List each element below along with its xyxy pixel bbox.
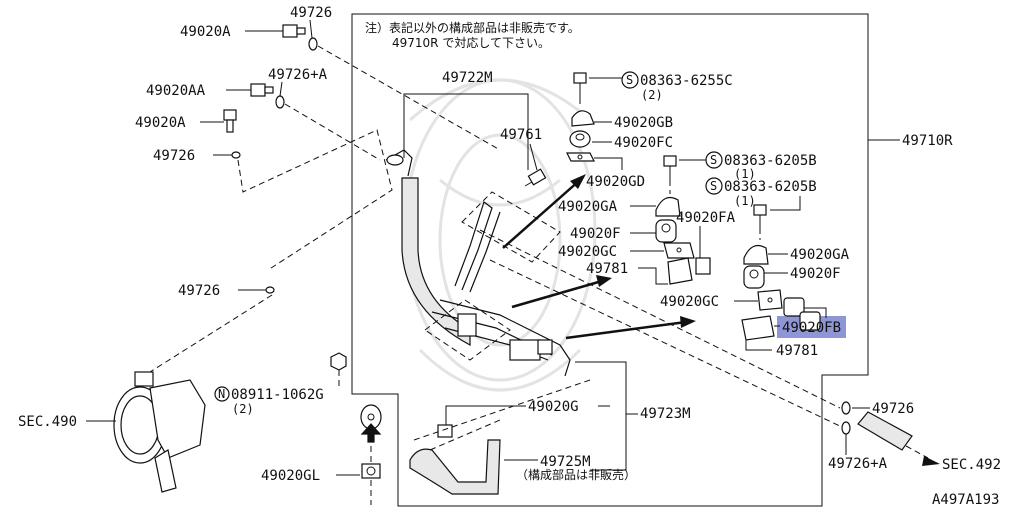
clamp-49020GA-left[interactable] [655, 197, 681, 217]
washer-49726A-right[interactable] [841, 421, 851, 435]
label-49781-top: 49781 [586, 261, 628, 277]
label-08363-6255C-qty: (2) [641, 88, 663, 102]
svg-text:N: N [218, 387, 225, 401]
label-08363-6205B-2: 08363-6205B [724, 179, 817, 195]
nut-08911[interactable] [330, 352, 347, 371]
grommet-49020F-right[interactable] [743, 265, 765, 289]
bracket-49781-bottom[interactable] [741, 315, 775, 341]
label-49020FA: 49020FA [676, 210, 736, 226]
label-49020FB[interactable]: 49020FB [782, 320, 841, 336]
assembly-outline [351, 13, 869, 507]
grommet-49020F-left[interactable] [655, 219, 677, 243]
label-49020FC: 49020FC [614, 135, 673, 151]
grommet-49020FB[interactable] [783, 297, 821, 331]
clamp-49020GA-right[interactable] [743, 245, 769, 265]
svg-text:S: S [626, 73, 633, 87]
label-49020GA-left: 49020GA [558, 199, 618, 215]
label-49020GA-right: 49020GA [790, 247, 850, 263]
label-49723M: 49723M [640, 406, 691, 422]
label-49020GD: 49020GD [586, 174, 645, 190]
label-49781-bottom: 49781 [776, 343, 818, 359]
note-line-1: 注）表記以外の構成部品は非販売です。 [365, 20, 580, 35]
label-49726-left: 49726 [178, 283, 220, 299]
label-49722M: 49722M [442, 70, 493, 86]
label-49020GC-top: 49020GC [558, 244, 617, 260]
svg-text:S: S [710, 179, 717, 193]
arrow-2 [511, 275, 612, 309]
bolt-49020AA[interactable] [250, 83, 274, 97]
s-symbol-3 [705, 177, 723, 195]
label-49726-right: 49726 [872, 401, 914, 417]
bolt-08363-6255C[interactable] [573, 72, 587, 98]
label-08363-6205B-1: 08363-6205B [724, 153, 817, 169]
label-49020GC-right: 49020GC [660, 294, 719, 310]
label-49020A-top: 49020A [180, 24, 231, 40]
sensor-49761[interactable] [524, 168, 547, 187]
label-49020GB: 49020GB [614, 115, 673, 131]
label-49725M-note: （構成部品は非販売） [516, 467, 636, 482]
label-49020AA: 49020AA [146, 83, 206, 99]
label-08911-1062G: 08911-1062G [231, 387, 324, 403]
watermark [403, 78, 597, 392]
label-sec490[interactable]: SEC.490 [18, 414, 77, 430]
return-pipes[interactable] [431, 201, 571, 377]
power-steering-pump[interactable] [113, 371, 206, 493]
label-49020G: 49020G [528, 399, 579, 415]
label-49020GL: 49020GL [261, 468, 320, 484]
diagram-id: A497A193 [932, 492, 999, 508]
svg-text:S: S [710, 153, 717, 167]
washer-49726-mid[interactable] [231, 151, 241, 159]
bolt-49020A-top[interactable] [282, 24, 306, 38]
plate-49020GC-right[interactable] [757, 289, 783, 311]
grommet-49020FA[interactable] [695, 257, 711, 275]
clip-49020G[interactable] [437, 424, 453, 438]
label-49726-mid: 49726 [153, 148, 195, 164]
s-symbol-1 [621, 71, 639, 89]
bolt-08363-6205B-2[interactable] [753, 204, 767, 228]
washer-49726A-top[interactable] [275, 95, 285, 109]
label-08911-1062G-qty: (2) [232, 402, 254, 416]
label-49761: 49761 [500, 127, 542, 143]
n-symbol [214, 386, 230, 402]
hose-49725M[interactable] [409, 439, 501, 495]
label-49020A-mid: 49020A [135, 115, 186, 131]
bracket-49781-top[interactable] [667, 257, 693, 285]
label-49726-top: 49726 [290, 5, 332, 21]
label-49710R: 49710R [902, 133, 953, 149]
label-sec492[interactable]: SEC.492 [942, 457, 1001, 473]
plate-49020GC-top[interactable] [663, 242, 695, 259]
note-line-2: 49710R で対応して下さい。 [392, 36, 550, 50]
label-49726A-top: 49726+A [268, 67, 328, 83]
arrow-3 [565, 316, 696, 340]
clamp-49020GB[interactable] [571, 110, 595, 127]
clip-49020GL[interactable] [361, 463, 381, 479]
bolt-49020A-mid[interactable] [223, 109, 237, 133]
plate-49020GD[interactable] [566, 152, 595, 162]
label-49020F-left: 49020F [570, 226, 621, 242]
grommet-49020FC[interactable] [569, 130, 591, 148]
label-49725M: 49725M [540, 454, 591, 470]
label-08363-6205B-1-qty: (1) [734, 167, 756, 181]
label-08363-6255C: 08363-6255C [640, 73, 733, 89]
hose-end-sec492[interactable] [857, 411, 913, 451]
label-08363-6205B-2-qty: (1) [734, 194, 756, 208]
washer-49726-top[interactable] [308, 37, 318, 51]
washer-49726-right[interactable] [841, 401, 851, 415]
label-49020F-right: 49020F [790, 266, 841, 282]
bolt-08363-6205B-1[interactable] [663, 155, 677, 180]
arrow-1 [502, 174, 586, 249]
label-49726A-right: 49726+A [828, 456, 888, 472]
washer-49726-left[interactable] [265, 286, 275, 294]
